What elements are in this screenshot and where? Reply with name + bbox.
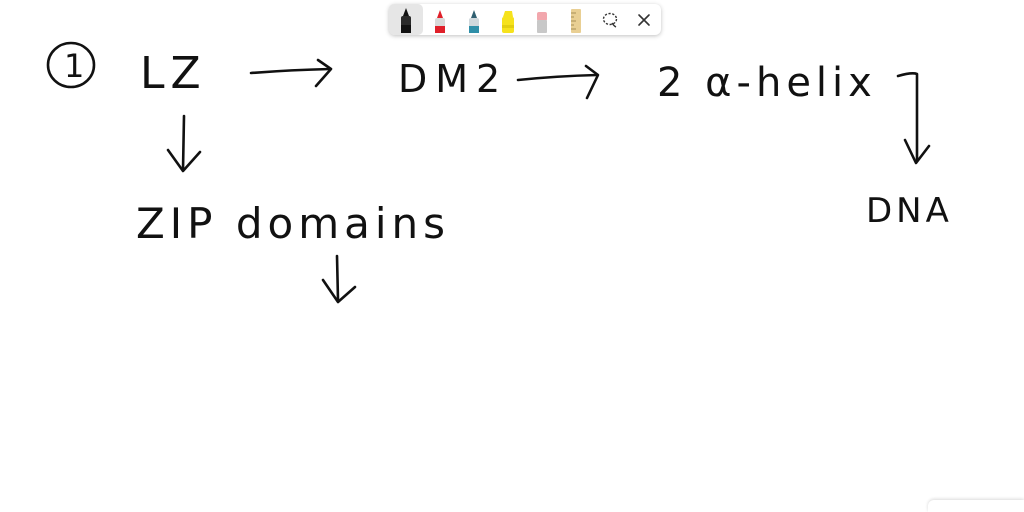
eraser-icon [537, 11, 547, 33]
arrow-lz-down [166, 114, 202, 173]
ruler-tool[interactable] [559, 4, 593, 35]
label-zip-domains: ZIP domains [136, 199, 450, 248]
lasso-tool[interactable] [593, 4, 627, 35]
step-marker: 1 [46, 41, 96, 89]
label-dm2: DM2 [398, 57, 508, 101]
ruler-icon [571, 8, 581, 33]
label-lz: LZ [140, 48, 207, 99]
red-pen-tool[interactable] [423, 4, 457, 35]
black-pen-tool[interactable] [389, 4, 423, 35]
step-circle [46, 41, 96, 89]
highlighter-icon [502, 10, 514, 33]
label-dna: DNA [866, 191, 953, 231]
step-number: 1 [64, 47, 84, 85]
arrow-lz-to-dm2 [249, 58, 333, 88]
eraser-tool[interactable] [525, 4, 559, 35]
close-toolbar-button[interactable] [627, 4, 661, 35]
teal-pen-icon [469, 9, 479, 33]
arrow-domains-down [321, 254, 357, 304]
lasso-icon [602, 12, 618, 28]
highlighter-tool[interactable] [491, 4, 525, 35]
arrow-helix-to-dna [896, 72, 931, 165]
label-alpha-helix: 2 α-helix [657, 60, 877, 106]
close-icon [638, 13, 650, 26]
black-pen-icon [401, 7, 411, 33]
teal-pen-tool[interactable] [457, 4, 491, 35]
arrow-dm2-to-helix [516, 64, 600, 100]
red-pen-icon [435, 9, 445, 33]
pen-toolbar [389, 4, 661, 35]
page-corner-tab [928, 500, 1024, 512]
